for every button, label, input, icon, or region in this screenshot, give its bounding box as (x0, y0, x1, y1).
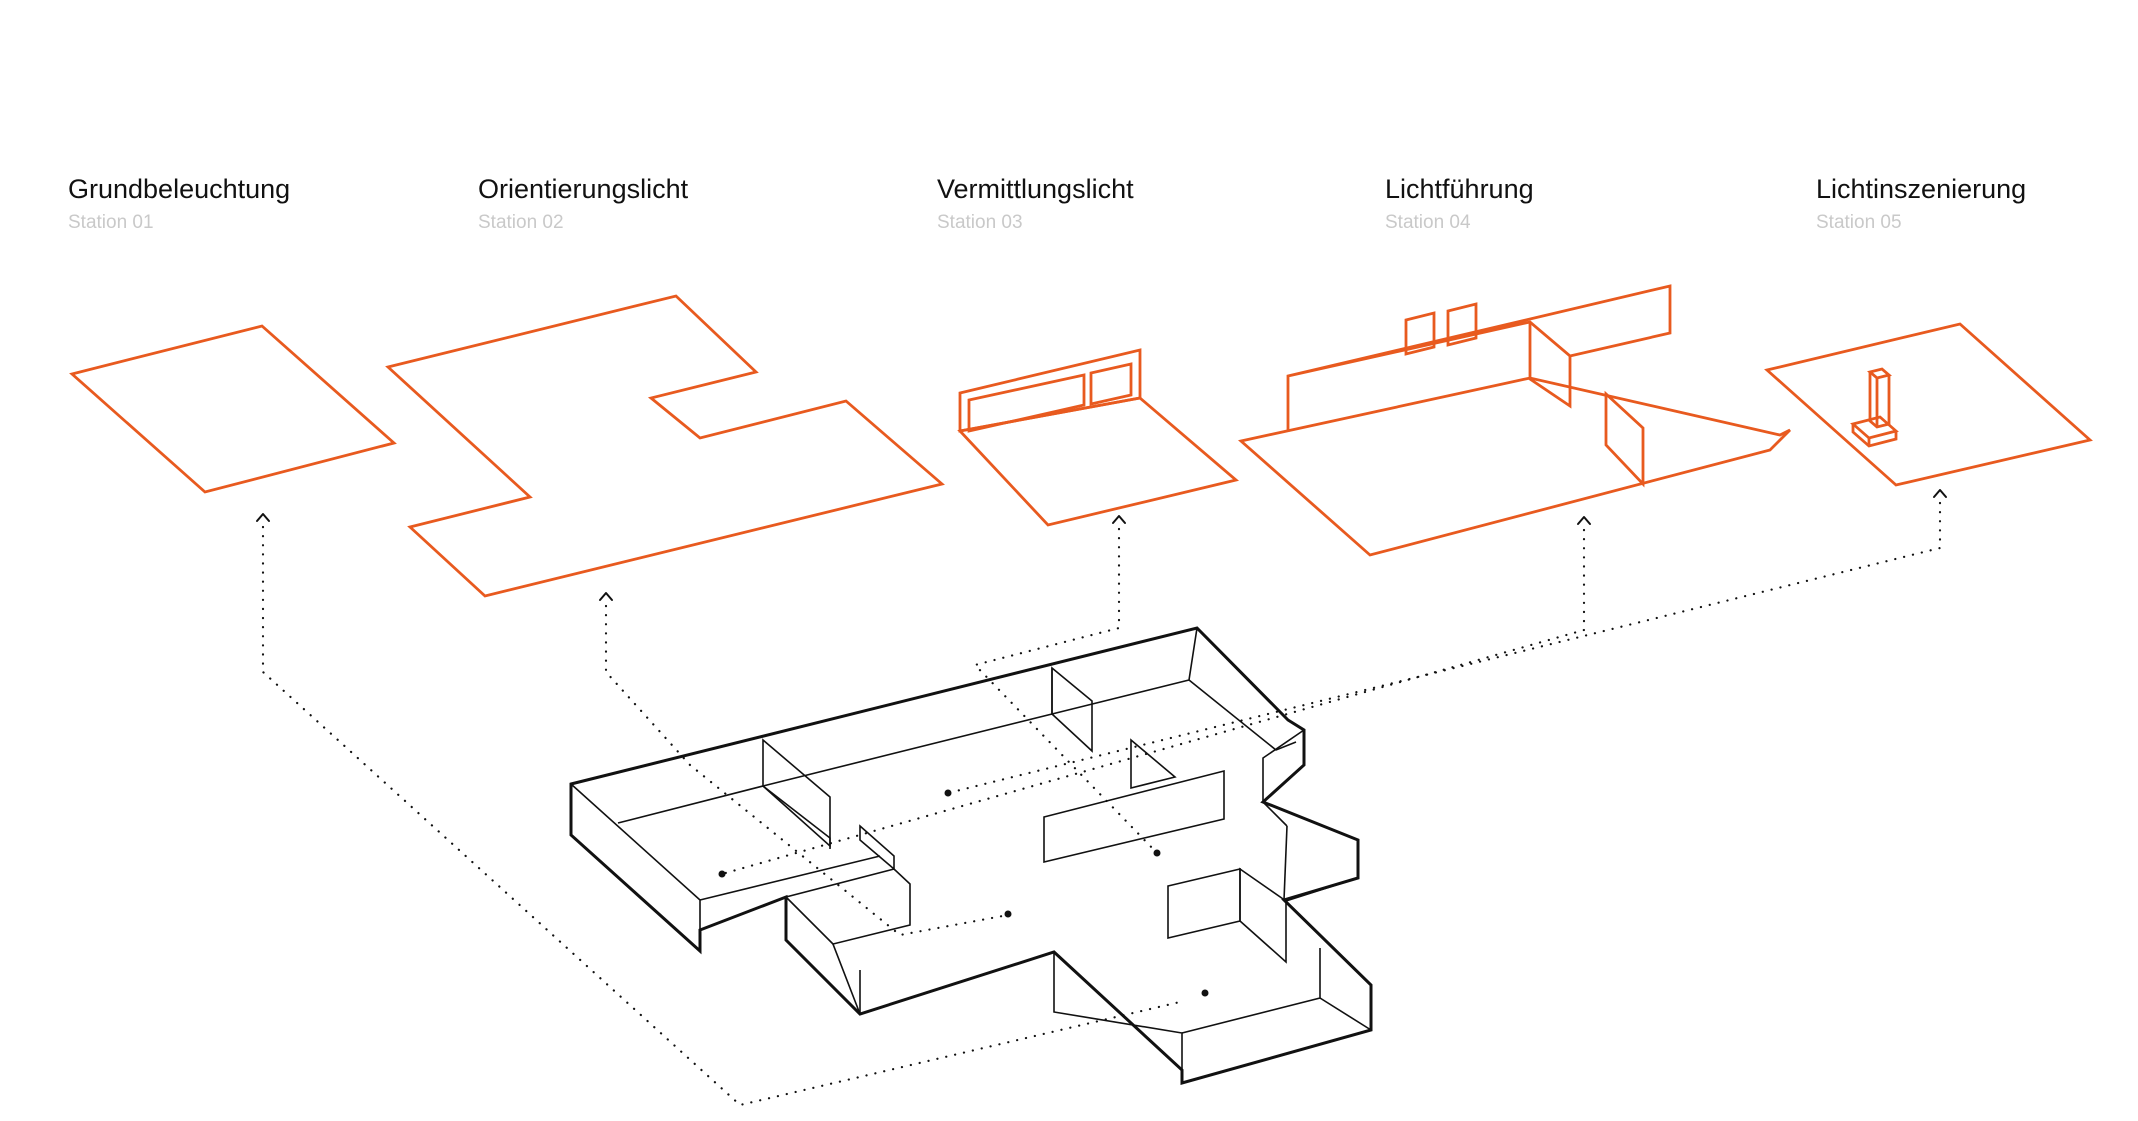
station-03-subtitle: Station 03 (937, 212, 1023, 233)
station-02-header: Orientierungslicht Station 02 (478, 173, 688, 235)
station-marker (1153, 849, 1161, 857)
station-04-title: Lichtführung (1385, 174, 1534, 204)
station-marker (718, 870, 726, 878)
station-marker (944, 789, 952, 797)
caret-up-icon (1577, 516, 1591, 525)
station-05-header: Lichtinszenierung Station 05 (1816, 173, 2026, 235)
station-01-title: Grundbeleuchtung (68, 174, 291, 204)
leader-line-station-01 (261, 525, 1182, 1107)
station-04-header: Lichtführung Station 04 (1385, 173, 1534, 235)
station-marker (1201, 989, 1209, 997)
leader-line-station-04 (720, 528, 1586, 876)
station-03-header: Vermittlungslicht Station 03 (937, 173, 1134, 235)
leader-line-station-02 (604, 604, 1010, 937)
station-05-subtitle: Station 05 (1816, 212, 1902, 233)
leader-line-station-05 (946, 501, 1942, 795)
station-04-plan (1238, 284, 1791, 557)
station-02-plan (385, 294, 945, 598)
station-02-title: Orientierungslicht (478, 174, 689, 204)
station-03-title: Vermittlungslicht (937, 174, 1134, 204)
caret-up-icon (1933, 489, 1947, 498)
station-marker (1004, 910, 1012, 918)
caret-up-icon (1112, 515, 1126, 524)
station-05-plan (1764, 322, 2093, 487)
building-model (569, 626, 1373, 1085)
station-01-plan (69, 324, 397, 494)
caret-up-icon (599, 592, 613, 601)
station-03-plan (957, 348, 1240, 527)
station-04-subtitle: Station 04 (1385, 212, 1471, 233)
station-01-header: Grundbeleuchtung Station 01 (68, 173, 290, 235)
caret-up-icon (256, 513, 270, 522)
leader-carets (256, 489, 1947, 601)
leader-lines (261, 501, 1942, 1107)
station-02-subtitle: Station 02 (478, 212, 564, 233)
station-05-title: Lichtinszenierung (1816, 174, 2027, 204)
leader-line-station-03 (972, 527, 1159, 855)
station-markers (718, 789, 1209, 997)
station-01-subtitle: Station 01 (68, 212, 154, 233)
